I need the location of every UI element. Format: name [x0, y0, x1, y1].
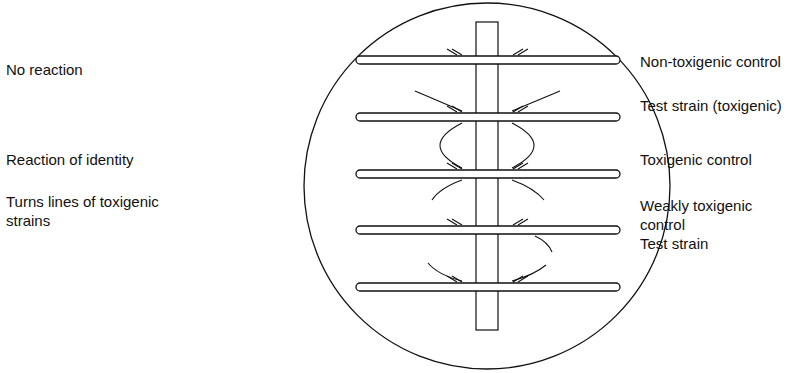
streak	[356, 226, 620, 234]
tick	[447, 49, 462, 55]
strain-label: Non-toxigenic control	[640, 52, 781, 71]
tick	[513, 219, 528, 225]
note-label: Turns lines of toxigenic strains	[6, 192, 206, 230]
precipitin-line	[512, 91, 560, 111]
note-label: No reaction	[6, 60, 83, 79]
precipitin-line	[512, 180, 544, 200]
precipitin-line	[432, 180, 462, 200]
petri-dish	[304, 3, 670, 369]
precipitin-line	[415, 91, 462, 111]
streak	[356, 56, 620, 64]
strain-label: Test strain	[640, 234, 708, 253]
precipitin-line	[428, 263, 462, 281]
precipitin-lines	[415, 49, 560, 282]
strain-label: Test strain (toxigenic)	[640, 96, 782, 115]
precipitin-line	[535, 236, 552, 252]
culture-streaks	[356, 56, 620, 291]
tick	[447, 106, 462, 112]
tick	[513, 49, 528, 55]
note-label: Reaction of identity	[6, 150, 134, 169]
strain-label: Toxigenic control	[640, 150, 752, 169]
streak	[356, 283, 620, 291]
streak	[356, 113, 620, 121]
tick	[447, 219, 462, 225]
identity-arc	[512, 123, 534, 168]
identity-arc	[440, 123, 462, 168]
strain-label: Weakly toxigenic control	[640, 196, 782, 234]
streak	[356, 170, 620, 178]
precipitin-line	[512, 265, 546, 281]
